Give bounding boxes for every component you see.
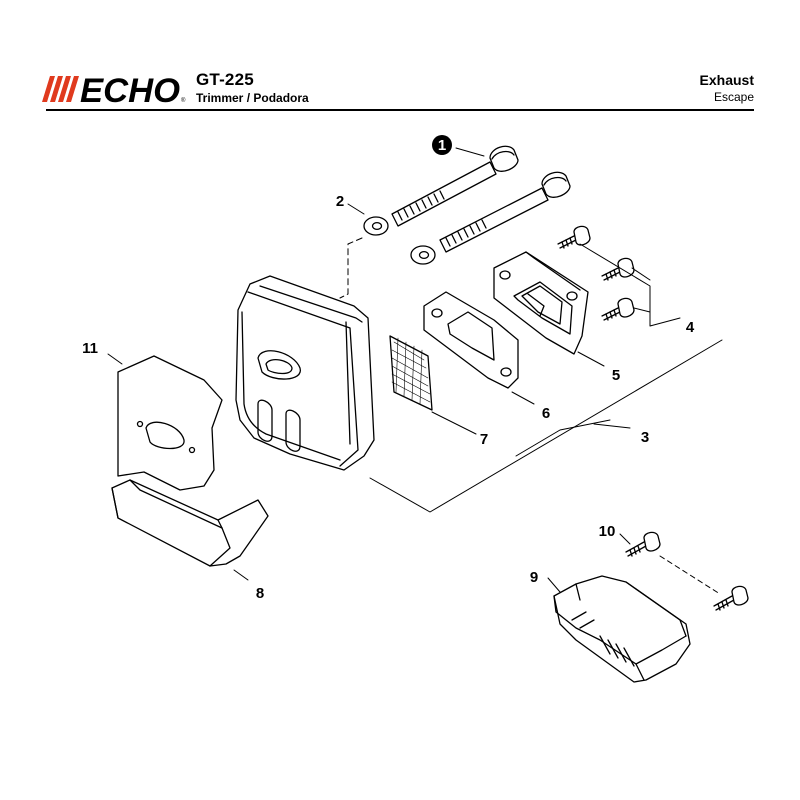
part-2-washer [363,216,389,236]
part-11-heat-shield [117,355,223,491]
part-3-muffler [235,275,375,471]
part-1-bolt [391,145,519,227]
echo-logo: ECHO ® [42,72,186,106]
part-4-screw-third [601,297,635,321]
part-5-cover-plate [493,251,589,355]
part-10-screw [625,531,661,557]
callout-3: 3 [641,429,649,446]
logo-speed-stripes [42,76,79,102]
part-8-lower-shield [111,479,269,567]
callout-4: 4 [686,319,695,336]
part-4-screw [557,225,591,249]
registered-mark: ® [181,97,186,104]
model-subtitle: Trimmer / Podadora [196,91,309,105]
header-rule [46,109,754,111]
callout-8: 8 [256,585,264,602]
part-10-screw-second [713,585,749,611]
svg-text:1: 1 [438,137,446,154]
callout-11: 11 [82,340,98,357]
callout-1: 1 [432,135,452,155]
logo-wordmark: ECHO [80,72,180,106]
section-title: Exhaust [699,72,754,88]
part-9-guard [553,575,691,683]
part-2-washer-second [410,245,436,265]
part-1-bolt-second [439,171,571,253]
callout-7: 7 [480,431,488,448]
section-title-es: Escape [713,90,754,104]
callout-10: 10 [599,523,616,540]
callout-9: 9 [530,569,538,586]
leader-lines [107,147,723,595]
part-7-screen [389,335,433,411]
callout-5: 5 [612,367,620,384]
part-4-screw-second [601,257,635,281]
callout-2: 2 [336,193,344,210]
part-6-gasket [423,291,519,389]
model-title: GT-225 [196,70,254,89]
callout-6: 6 [542,405,550,422]
